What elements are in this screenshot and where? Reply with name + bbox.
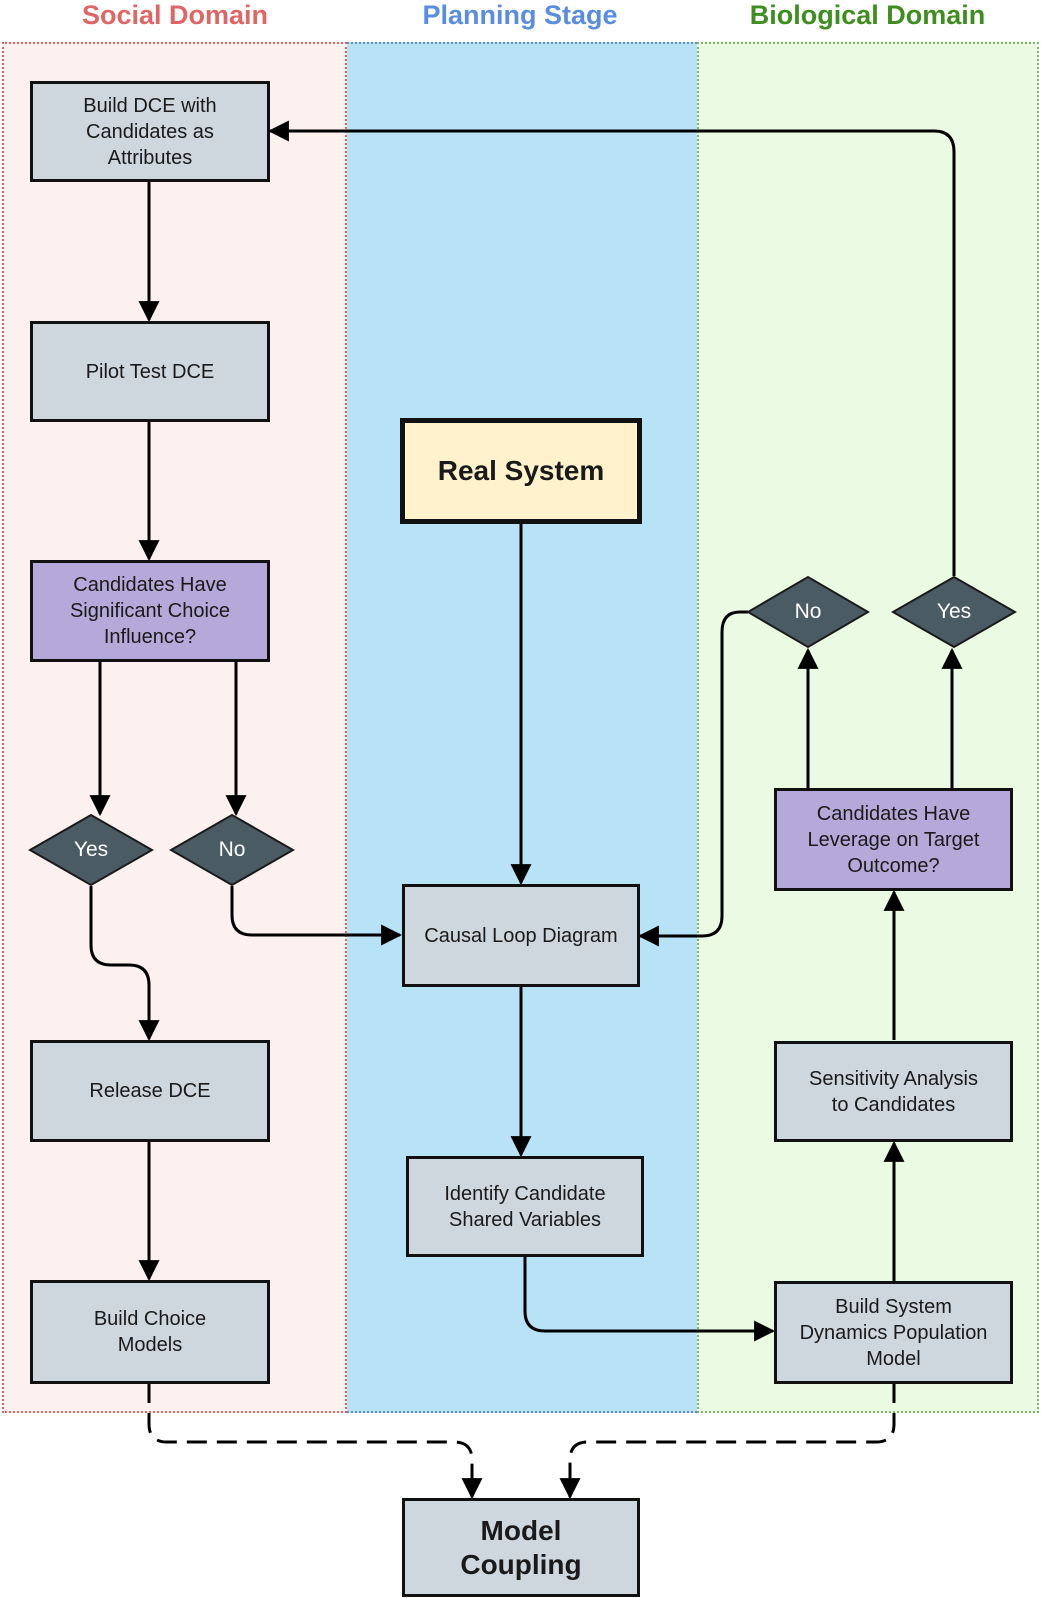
bio-no-diamond xyxy=(746,575,870,649)
choice-influence-decision-box: Candidates Have Significant Choice Influ… xyxy=(30,560,270,662)
arrow-yes-to-release xyxy=(89,886,160,1042)
pilot-test-dce-box: Pilot Test DCE xyxy=(30,321,270,422)
biological-domain-lane xyxy=(697,42,1039,1413)
dashed-choice-models-to-coupling xyxy=(147,1383,483,1500)
arrow-no-to-causal-loop xyxy=(230,886,403,946)
social-no-diamond xyxy=(168,813,296,887)
real-system-box: Real System xyxy=(400,418,642,524)
arrow-identify-to-sd-model xyxy=(523,1256,776,1342)
leverage-decision-box: Candidates Have Leverage on Target Outco… xyxy=(774,788,1013,891)
social-no-label: No xyxy=(218,838,246,861)
social-yes-label: Yes xyxy=(73,838,109,861)
bio-no-label: No xyxy=(794,600,822,623)
biological-domain-title: Biological Domain xyxy=(749,0,986,30)
causal-loop-diagram-box: Causal Loop Diagram xyxy=(402,884,640,987)
social-domain-title: Social Domain xyxy=(81,0,269,30)
dashed-sd-model-to-coupling xyxy=(559,1383,896,1500)
build-choice-models-box: Build Choice Models xyxy=(30,1280,270,1384)
arrow-no-to-causal-loop-feedback xyxy=(637,610,748,947)
arrow-yes-to-build-dce xyxy=(267,120,956,576)
build-dce-box: Build DCE with Candidates as Attributes xyxy=(30,81,270,182)
social-yes-diamond xyxy=(27,813,155,887)
sensitivity-analysis-box: Sensitivity Analysis to Candidates xyxy=(774,1041,1013,1142)
release-dce-box: Release DCE xyxy=(30,1040,270,1142)
planning-stage-title: Planning Stage xyxy=(422,0,618,30)
build-sd-population-model-box: Build System Dynamics Population Model xyxy=(774,1281,1013,1384)
bio-yes-label: Yes xyxy=(936,600,972,623)
model-coupling-box: Model Coupling xyxy=(402,1498,640,1597)
bio-yes-diamond xyxy=(890,575,1018,649)
identify-candidate-variables-box: Identify Candidate Shared Variables xyxy=(406,1156,644,1257)
social-domain-lane xyxy=(2,42,347,1413)
